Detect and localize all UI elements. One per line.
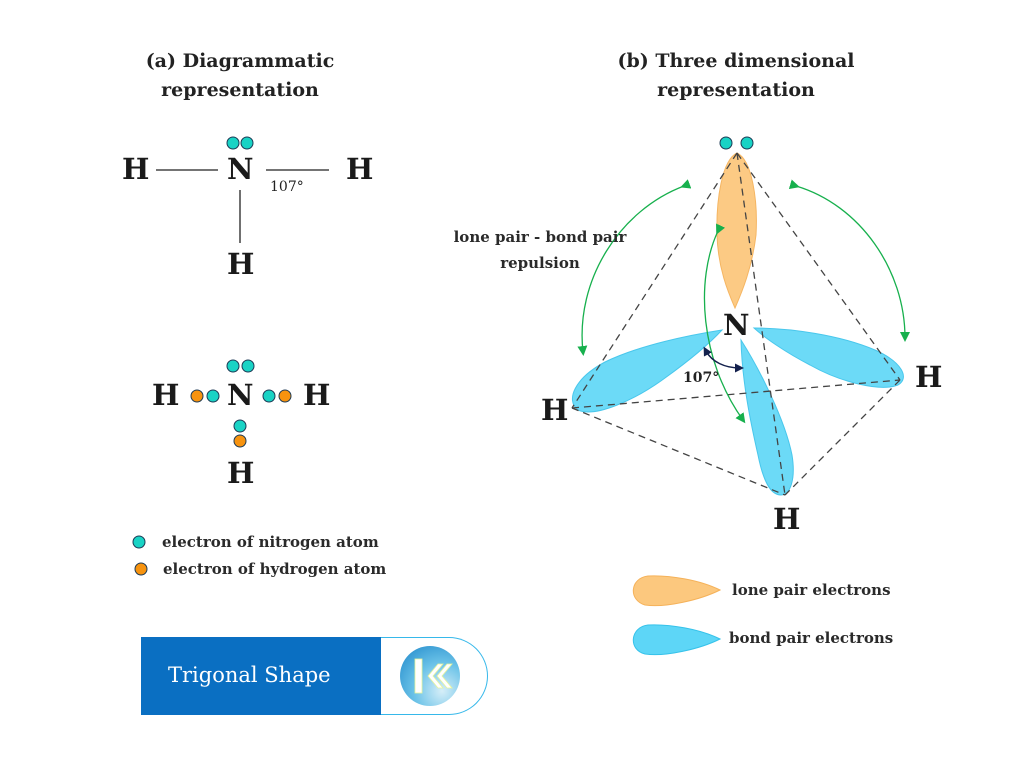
- banner-blue-panel: Trigonal Shape: [141, 637, 381, 715]
- nitrogen-electron-dot: [262, 389, 276, 403]
- lewis-n: N: [227, 378, 254, 412]
- trigonal-shape-banner: Trigonal Shape: [141, 637, 489, 715]
- structural-h-bottom: H: [227, 247, 255, 281]
- panel-a-title: (a) Diagrammatic representation: [110, 47, 370, 105]
- structural-bond-angle: 107°: [270, 179, 304, 195]
- legend-hydrogen-dot: [134, 562, 148, 576]
- repulsion-arrows: [577, 179, 910, 424]
- edge-top-bottom: [736, 152, 786, 496]
- legend-bond-pair-lobe: [632, 624, 722, 656]
- repulsion-arrow-center: [703, 223, 746, 424]
- banner-logo-panel: [381, 637, 488, 715]
- repulsion-annotation-line1: lone pair - bond pair: [453, 228, 627, 246]
- repulsion-arrow-left: [577, 179, 692, 356]
- nitrogen-electron-dot: [226, 136, 240, 150]
- legend-lone-pair-lobe: [632, 575, 722, 607]
- legend-nitrogen-dot: [132, 535, 146, 549]
- k-logo-icon: [400, 646, 460, 706]
- tetrahedron-edges: [571, 152, 901, 496]
- nitrogen-electron-dot: [240, 136, 254, 150]
- legend-nitrogen-label: electron of nitrogen atom: [162, 533, 379, 551]
- panel-b-title-line1: (b) Three dimensional: [617, 50, 855, 72]
- banner-title: Trigonal Shape: [168, 663, 331, 687]
- lewis-h-right: H: [303, 378, 331, 412]
- edge-top-left: [571, 152, 738, 409]
- lewis-dots: [190, 359, 292, 448]
- nitrogen-electron-dot: [241, 359, 255, 373]
- edge-left-right: [571, 379, 901, 409]
- panel-b-title: (b) Three dimensional representation: [606, 47, 866, 105]
- legend-lone-pair-label: lone pair electrons: [732, 581, 891, 599]
- bond-angle-arrow: [703, 346, 744, 373]
- edge-left-bottom: [571, 407, 786, 496]
- hydrogen-electron-dot: [233, 434, 247, 448]
- structural-h-right: H: [346, 152, 374, 186]
- nitrogen-electron-dot: [226, 359, 240, 373]
- 3d-bond-angle: 107°: [683, 370, 720, 386]
- structural-n: N: [227, 152, 254, 186]
- hydrogen-electron-dot: [278, 389, 292, 403]
- panel-b-title-line2: representation: [657, 79, 815, 101]
- bond-pair-lobe-bottom: [740, 338, 794, 496]
- nitrogen-electron-dot: [206, 389, 220, 403]
- lone-pair-lobe: [716, 152, 757, 310]
- repulsion-annotation-line2: repulsion: [500, 254, 580, 272]
- lewis-h-left: H: [152, 378, 180, 412]
- 3d-h-right: H: [915, 360, 943, 394]
- legend-hydrogen-label: electron of hydrogen atom: [163, 560, 387, 578]
- hydrogen-electron-dot: [190, 389, 204, 403]
- 3d-n: N: [723, 308, 750, 342]
- lone-pair-electron-dot: [719, 136, 733, 150]
- legend-bond-pair-label: bond pair electrons: [729, 629, 894, 647]
- 3d-h-bottom: H: [773, 502, 801, 536]
- lewis-h-bottom: H: [227, 456, 255, 490]
- structural-lone-pair: [226, 136, 254, 150]
- edge-top-right: [736, 152, 901, 381]
- panel-a-title-line1: (a) Diagrammatic: [145, 50, 335, 72]
- lone-pair-electron-dot: [740, 136, 754, 150]
- structural-formula-bonds: [156, 169, 329, 243]
- structural-h-left: H: [122, 152, 150, 186]
- repulsion-annotation: lone pair - bond pair repulsion: [430, 224, 650, 276]
- panel-a-title-line2: representation: [161, 79, 319, 101]
- nitrogen-electron-dot: [233, 419, 247, 433]
- bond-pair-lobe-right: [752, 327, 904, 388]
- repulsion-arrow-right: [788, 179, 910, 342]
- 3d-h-left: H: [541, 393, 569, 427]
- edge-right-bottom: [784, 379, 901, 496]
